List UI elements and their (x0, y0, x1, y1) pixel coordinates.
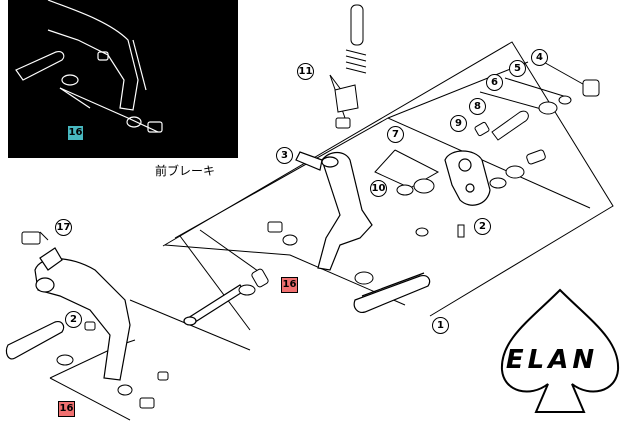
callout-6: 6 (486, 74, 503, 91)
inset-drawing (15, 0, 163, 133)
caliper-arm-rear (295, 151, 373, 271)
callout-7: 7 (387, 126, 404, 143)
callout-9: 9 (450, 115, 467, 132)
guide-6 (479, 91, 546, 111)
callout-17: 17 (55, 219, 72, 236)
inset-front-brake (8, 0, 238, 158)
badge-16-lower: 16 (58, 401, 75, 417)
mounting-plate (444, 150, 491, 206)
guide-pin (199, 229, 266, 277)
guide-17 (39, 231, 49, 241)
callout-5: 5 (509, 60, 526, 77)
caliper-arm-front (34, 247, 131, 381)
callout-2-left: 2 (65, 311, 82, 328)
guide-5 (504, 77, 571, 99)
callout-3: 3 (276, 147, 293, 164)
pivot-bolt (183, 284, 245, 326)
elan-spade-logo (500, 288, 620, 413)
spring-assembly (334, 4, 367, 129)
inset-caption: 前ブレーキ (155, 164, 216, 178)
callout-2-right: 2 (474, 218, 491, 235)
guide-4 (387, 61, 529, 119)
callout-1: 1 (432, 317, 449, 334)
bracket-1 (162, 41, 614, 317)
elan-logo-text: ELAN (505, 345, 599, 375)
brake-shoe-lower (5, 321, 65, 360)
callout-10: 10 (370, 180, 387, 197)
guide-16-main (164, 244, 406, 306)
guide-4b (539, 59, 591, 89)
badge-16-main: 16 (281, 277, 298, 293)
small-fasteners (21, 79, 600, 409)
badge-16-inset: 16 (67, 125, 84, 141)
brake-shoe-main (353, 272, 431, 313)
cable-arm (491, 110, 529, 141)
callout-4: 4 (531, 49, 548, 66)
washers (56, 95, 572, 396)
callout-8: 8 (469, 98, 486, 115)
guide-bolt (179, 235, 251, 331)
callout-11: 11 (297, 63, 314, 80)
guide-16-lower-b (49, 377, 131, 421)
